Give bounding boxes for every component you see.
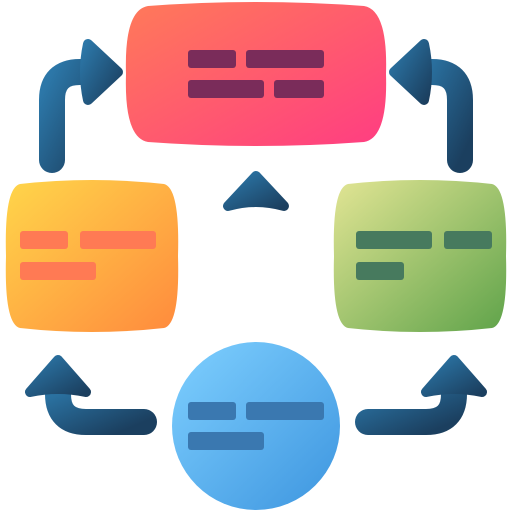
arrow-bottom-left-icon xyxy=(25,355,157,435)
top-box-text-lines xyxy=(188,50,324,98)
bottom-process-circle xyxy=(172,342,340,510)
arrow-center-up-icon xyxy=(187,171,325,269)
arrow-top-left-icon xyxy=(39,39,123,173)
right-process-box xyxy=(333,180,507,332)
left-box-text-lines xyxy=(20,231,156,280)
top-process-box xyxy=(125,2,387,146)
arrow-top-right-icon xyxy=(389,39,473,173)
right-box-text-lines xyxy=(356,231,492,280)
left-process-box xyxy=(5,180,179,332)
bottom-circle-text-lines xyxy=(188,402,324,450)
arrow-bottom-right-icon xyxy=(355,355,487,435)
